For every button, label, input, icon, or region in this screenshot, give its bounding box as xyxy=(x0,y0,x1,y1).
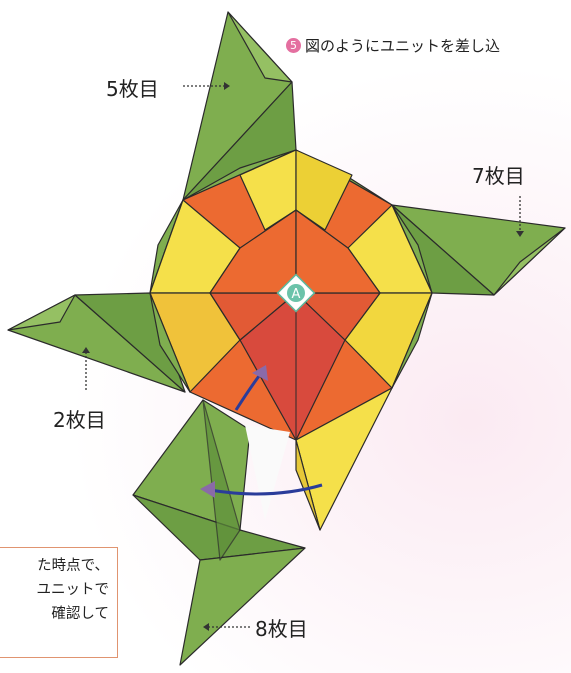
label-unit-5: 5枚目 xyxy=(106,77,159,101)
label-unit-7: 7枚目 xyxy=(472,164,525,188)
step-instruction: 図のようにユニットを差し込 xyxy=(305,37,501,55)
note-box: た時点で、 ユニットで 確認して xyxy=(0,547,118,658)
note-line: ユニットで xyxy=(36,582,110,598)
step-heading: 5 図のようにユニットを差し込 xyxy=(286,35,500,56)
note-line: た時点で、 xyxy=(37,558,109,574)
center-point-label: A xyxy=(292,287,301,302)
label-unit-2: 2枚目 xyxy=(53,408,106,432)
arrow-curve-bottom xyxy=(209,483,323,496)
center-point-marker: A xyxy=(276,273,316,313)
label-unit-8: 8枚目 xyxy=(255,617,308,641)
step-number-badge: 5 xyxy=(286,38,301,53)
note-line: 確認して xyxy=(51,606,109,622)
